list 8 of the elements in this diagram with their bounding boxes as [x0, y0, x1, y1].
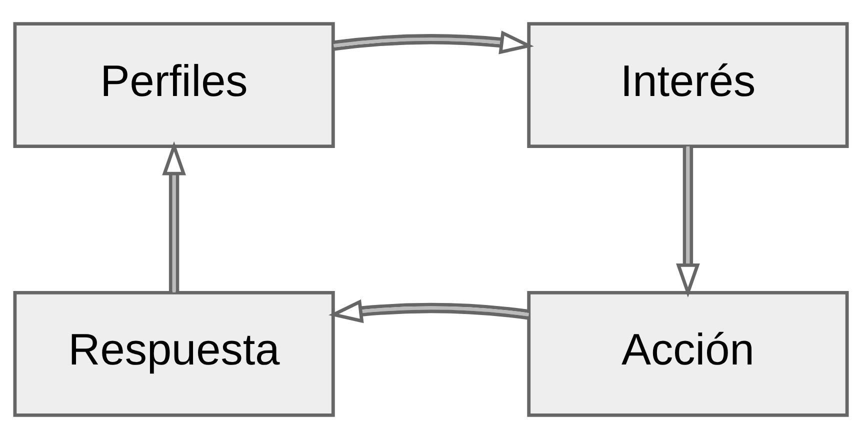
- arrow: [162, 141, 186, 292]
- arrow: [332, 30, 534, 54]
- arrow: [676, 146, 700, 298]
- node-box: Perfiles: [13, 22, 335, 148]
- node-box: Respuesta: [13, 290, 335, 417]
- node-box: Interés: [527, 22, 849, 148]
- node-box: Acción: [527, 290, 849, 417]
- arrow: [328, 299, 530, 324]
